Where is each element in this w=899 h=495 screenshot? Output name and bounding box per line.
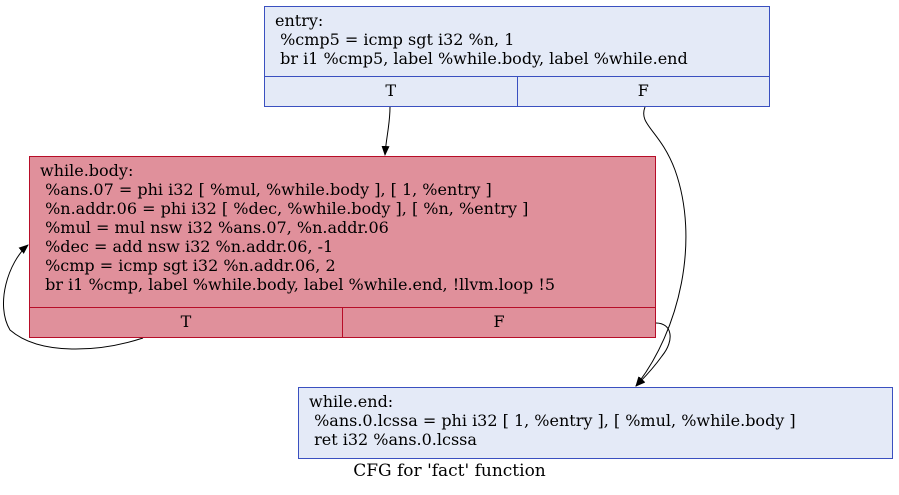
while-body-port-true: T	[180, 312, 192, 331]
edge-entry-true	[381, 106, 391, 156]
node-while-body-ports: T F	[30, 307, 655, 337]
node-entry: entry: %cmp5 = icmp sgt i32 %n, 1 br i1 …	[264, 6, 770, 107]
node-entry-ports: T F	[265, 76, 769, 106]
code-line: entry:	[275, 11, 324, 30]
code-line: %cmp = icmp sgt i32 %n.addr.06, 2	[40, 256, 336, 275]
graph-caption: CFG for 'fact' function	[353, 461, 546, 481]
entry-port-true: T	[385, 81, 397, 100]
edge-entry-false	[635, 106, 687, 387]
node-entry-code: entry: %cmp5 = icmp sgt i32 %n, 1 br i1 …	[265, 7, 769, 68]
code-line: br i1 %cmp5, label %while.body, label %w…	[275, 49, 688, 68]
entry-port-false: F	[516, 77, 770, 106]
edge-body-false	[635, 322, 671, 387]
code-line: ret i32 %ans.0.lcssa	[309, 430, 477, 449]
while-body-port-false: F	[342, 308, 655, 337]
node-while-end: while.end: %ans.0.lcssa = phi i32 [ 1, %…	[298, 387, 893, 459]
edge-body-true-loop	[3, 244, 144, 350]
code-line: %ans.07 = phi i32 [ %mul, %while.body ],…	[40, 180, 492, 199]
node-while-end-code: while.end: %ans.0.lcssa = phi i32 [ 1, %…	[299, 388, 892, 449]
code-line: br i1 %cmp, label %while.body, label %wh…	[40, 275, 555, 294]
node-while-body: while.body: %ans.07 = phi i32 [ %mul, %w…	[29, 156, 656, 338]
code-line: while.end:	[309, 392, 394, 411]
code-line: %dec = add nsw i32 %n.addr.06, -1	[40, 237, 334, 256]
node-while-body-code: while.body: %ans.07 = phi i32 [ %mul, %w…	[30, 157, 655, 294]
code-line: %cmp5 = icmp sgt i32 %n, 1	[275, 30, 515, 49]
code-line: %ans.0.lcssa = phi i32 [ 1, %entry ], [ …	[309, 411, 796, 430]
code-line: %mul = mul nsw i32 %ans.07, %n.addr.06	[40, 218, 389, 237]
code-line: while.body:	[40, 161, 134, 180]
code-line: %n.addr.06 = phi i32 [ %dec, %while.body…	[40, 199, 529, 218]
